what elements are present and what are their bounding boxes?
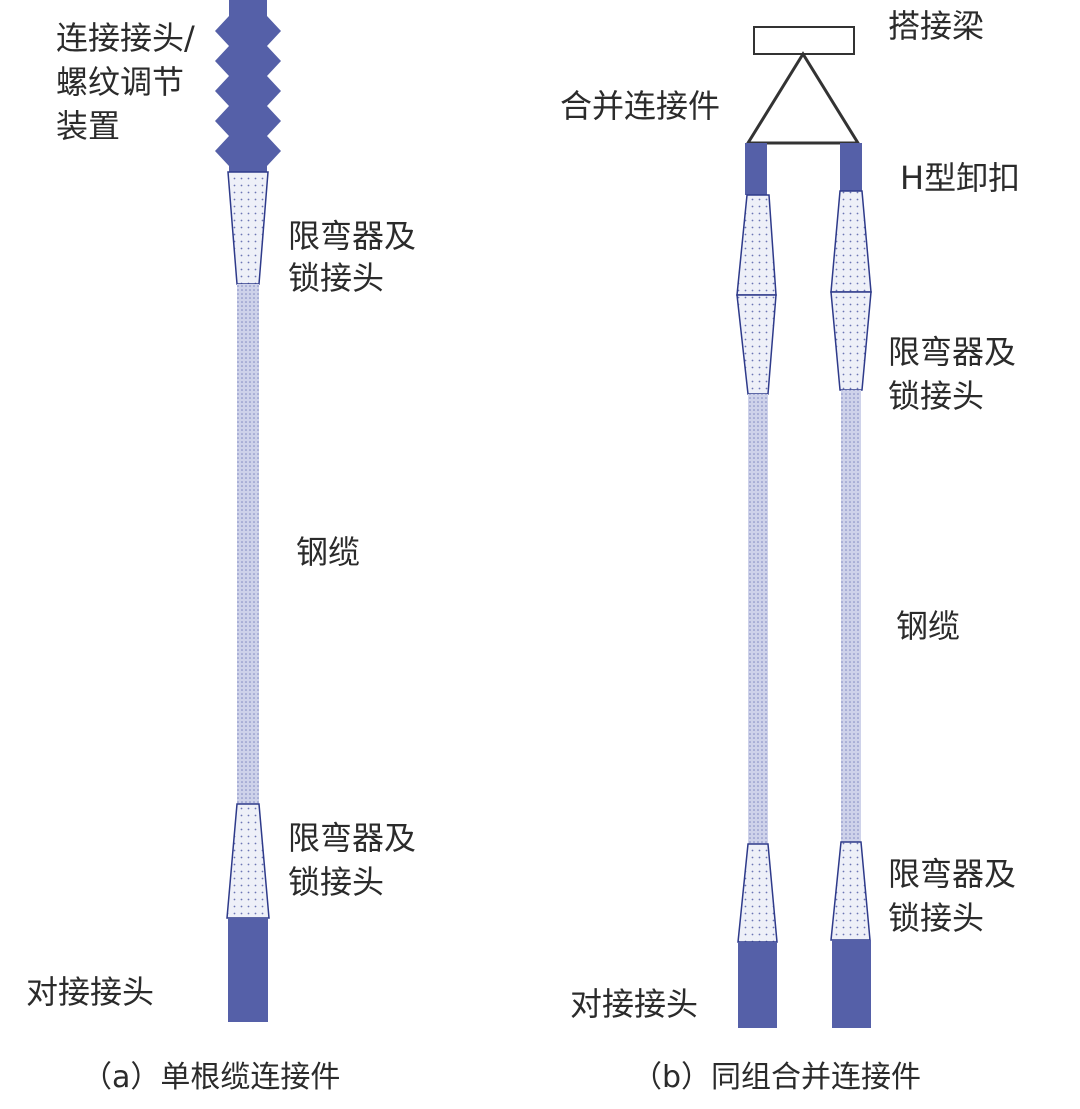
h-shackle-right	[840, 143, 862, 195]
label-b-butt-joint: 对接接头	[570, 985, 699, 1023]
label-b-cable: 钢缆	[896, 607, 961, 645]
panel-a-single-cable	[215, 0, 281, 1022]
label-connector-line3: 装置	[56, 107, 121, 145]
label-h-shackle: H型卸扣	[900, 159, 1021, 197]
bend-restrictor-top-right	[830, 190, 872, 293]
caption-panel-b: （b）同组合并连接件	[632, 1060, 922, 1095]
label-b-bend-bottom-line2: 锁接头	[888, 899, 985, 937]
label-cable: 钢缆	[296, 533, 361, 571]
bend-restrictor-bottom-left	[737, 843, 778, 943]
bend-restrictor-mid-right	[830, 291, 872, 391]
label-bend-top-line1: 限弯器及	[288, 217, 417, 255]
label-bend-top-line2: 锁接头	[288, 259, 385, 297]
steel-cable-left	[748, 394, 768, 844]
h-shackle-left	[745, 143, 767, 195]
label-b-bend-top-line1: 限弯器及	[888, 333, 1017, 371]
label-merge-connector: 合并连接件	[560, 87, 721, 125]
bend-restrictor-mid-left	[736, 294, 777, 395]
label-connector-line1: 连接接头/	[56, 19, 195, 57]
bend-restrictor-bottom	[226, 803, 270, 919]
lap-beam	[753, 26, 855, 55]
label-b-bend-top-line2: 锁接头	[888, 377, 985, 415]
bend-restrictor-top	[227, 171, 269, 285]
label-bend-bottom-line1: 限弯器及	[288, 819, 417, 857]
steel-cable	[237, 284, 259, 804]
label-bend-bottom-line2: 锁接头	[288, 863, 385, 901]
bend-restrictor-bottom-right	[830, 841, 871, 941]
butt-joint-block-right	[832, 940, 871, 1028]
butt-joint-block-left	[738, 942, 777, 1028]
panel-b-merged-connector	[736, 26, 872, 1028]
bend-restrictor-top-left	[736, 194, 777, 296]
steel-cable-right	[841, 390, 861, 842]
butt-joint-block	[228, 918, 268, 1022]
label-lap-beam: 搭接梁	[888, 7, 985, 45]
label-connector-line2: 螺纹调节	[56, 63, 185, 101]
label-b-bend-bottom-line1: 限弯器及	[888, 855, 1017, 893]
caption-panel-a: （a）单根缆连接件	[82, 1060, 341, 1095]
label-butt-joint: 对接接头	[26, 973, 155, 1011]
threaded-adjuster	[215, 0, 281, 172]
merge-connector-triangle	[745, 51, 861, 145]
